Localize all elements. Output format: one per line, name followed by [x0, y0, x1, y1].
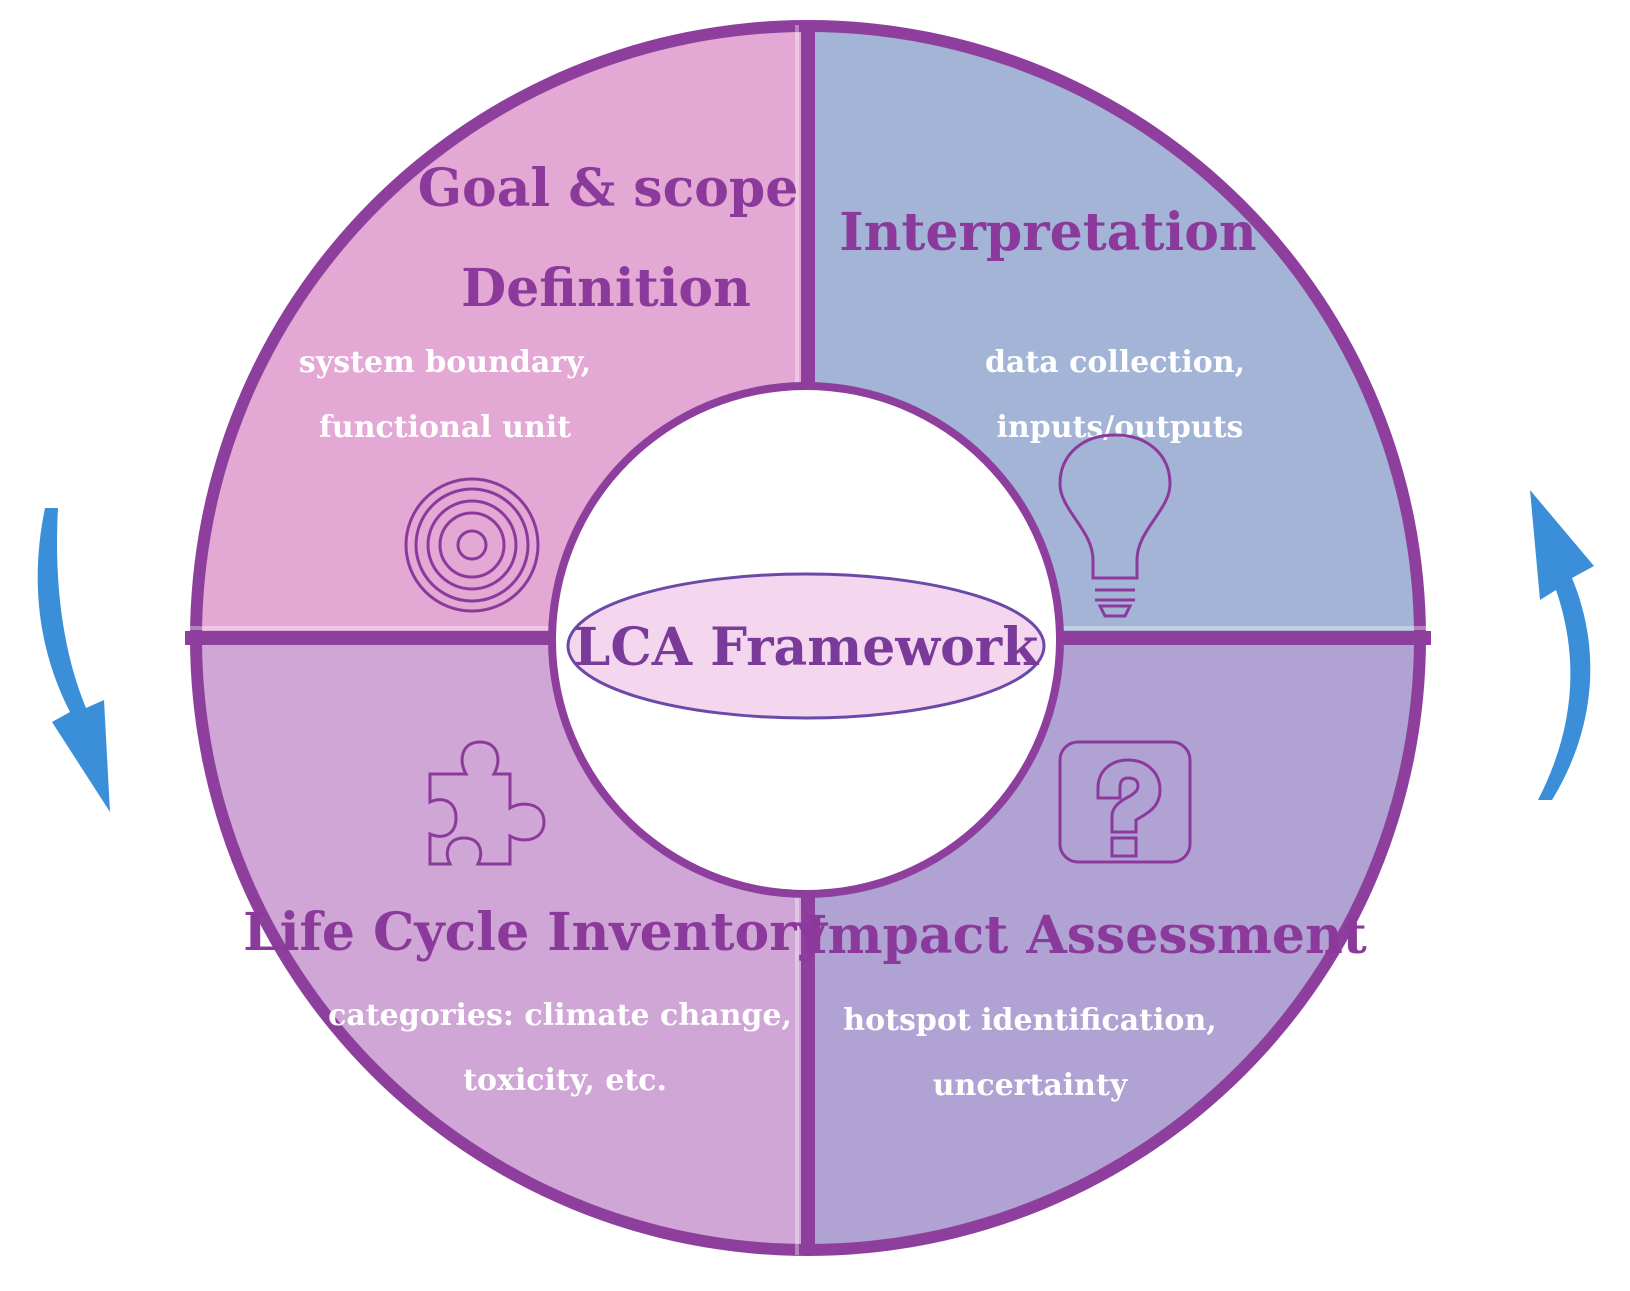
arrow-up-icon: [1530, 490, 1594, 800]
impact-desc-line1: hotspot identification,: [843, 1003, 1216, 1038]
puzzle-icon: [428, 740, 546, 866]
center-label: LCA Framework: [574, 617, 1039, 678]
inventory-desc-line1: categories: climate change,: [328, 998, 792, 1033]
arrow-down-icon: [37, 508, 110, 812]
goal-scope-desc-line2: functional unit: [319, 410, 571, 445]
target-icon: [404, 477, 540, 613]
interpretation-desc-line2: inputs/outputs: [997, 410, 1244, 445]
inventory-title: Life Cycle Inventory: [243, 902, 828, 963]
impact-desc-line2: uncertainty: [933, 1068, 1129, 1103]
inventory-desc-line2: toxicity, etc.: [463, 1063, 667, 1098]
lightbulb-icon: [1058, 433, 1172, 618]
goal-scope-desc-line1: system boundary,: [299, 345, 591, 380]
question-icon: [1058, 740, 1192, 864]
center-ellipse: [566, 572, 1046, 720]
interpretation-title: Interpretation: [839, 202, 1256, 263]
interpretation-desc-line1: data collection,: [985, 345, 1245, 380]
impact-title: Impact Assessment: [803, 905, 1367, 966]
goal-scope-title-line1: Goal & scope: [418, 158, 799, 219]
goal-scope-title-line2: Definition: [461, 258, 751, 319]
